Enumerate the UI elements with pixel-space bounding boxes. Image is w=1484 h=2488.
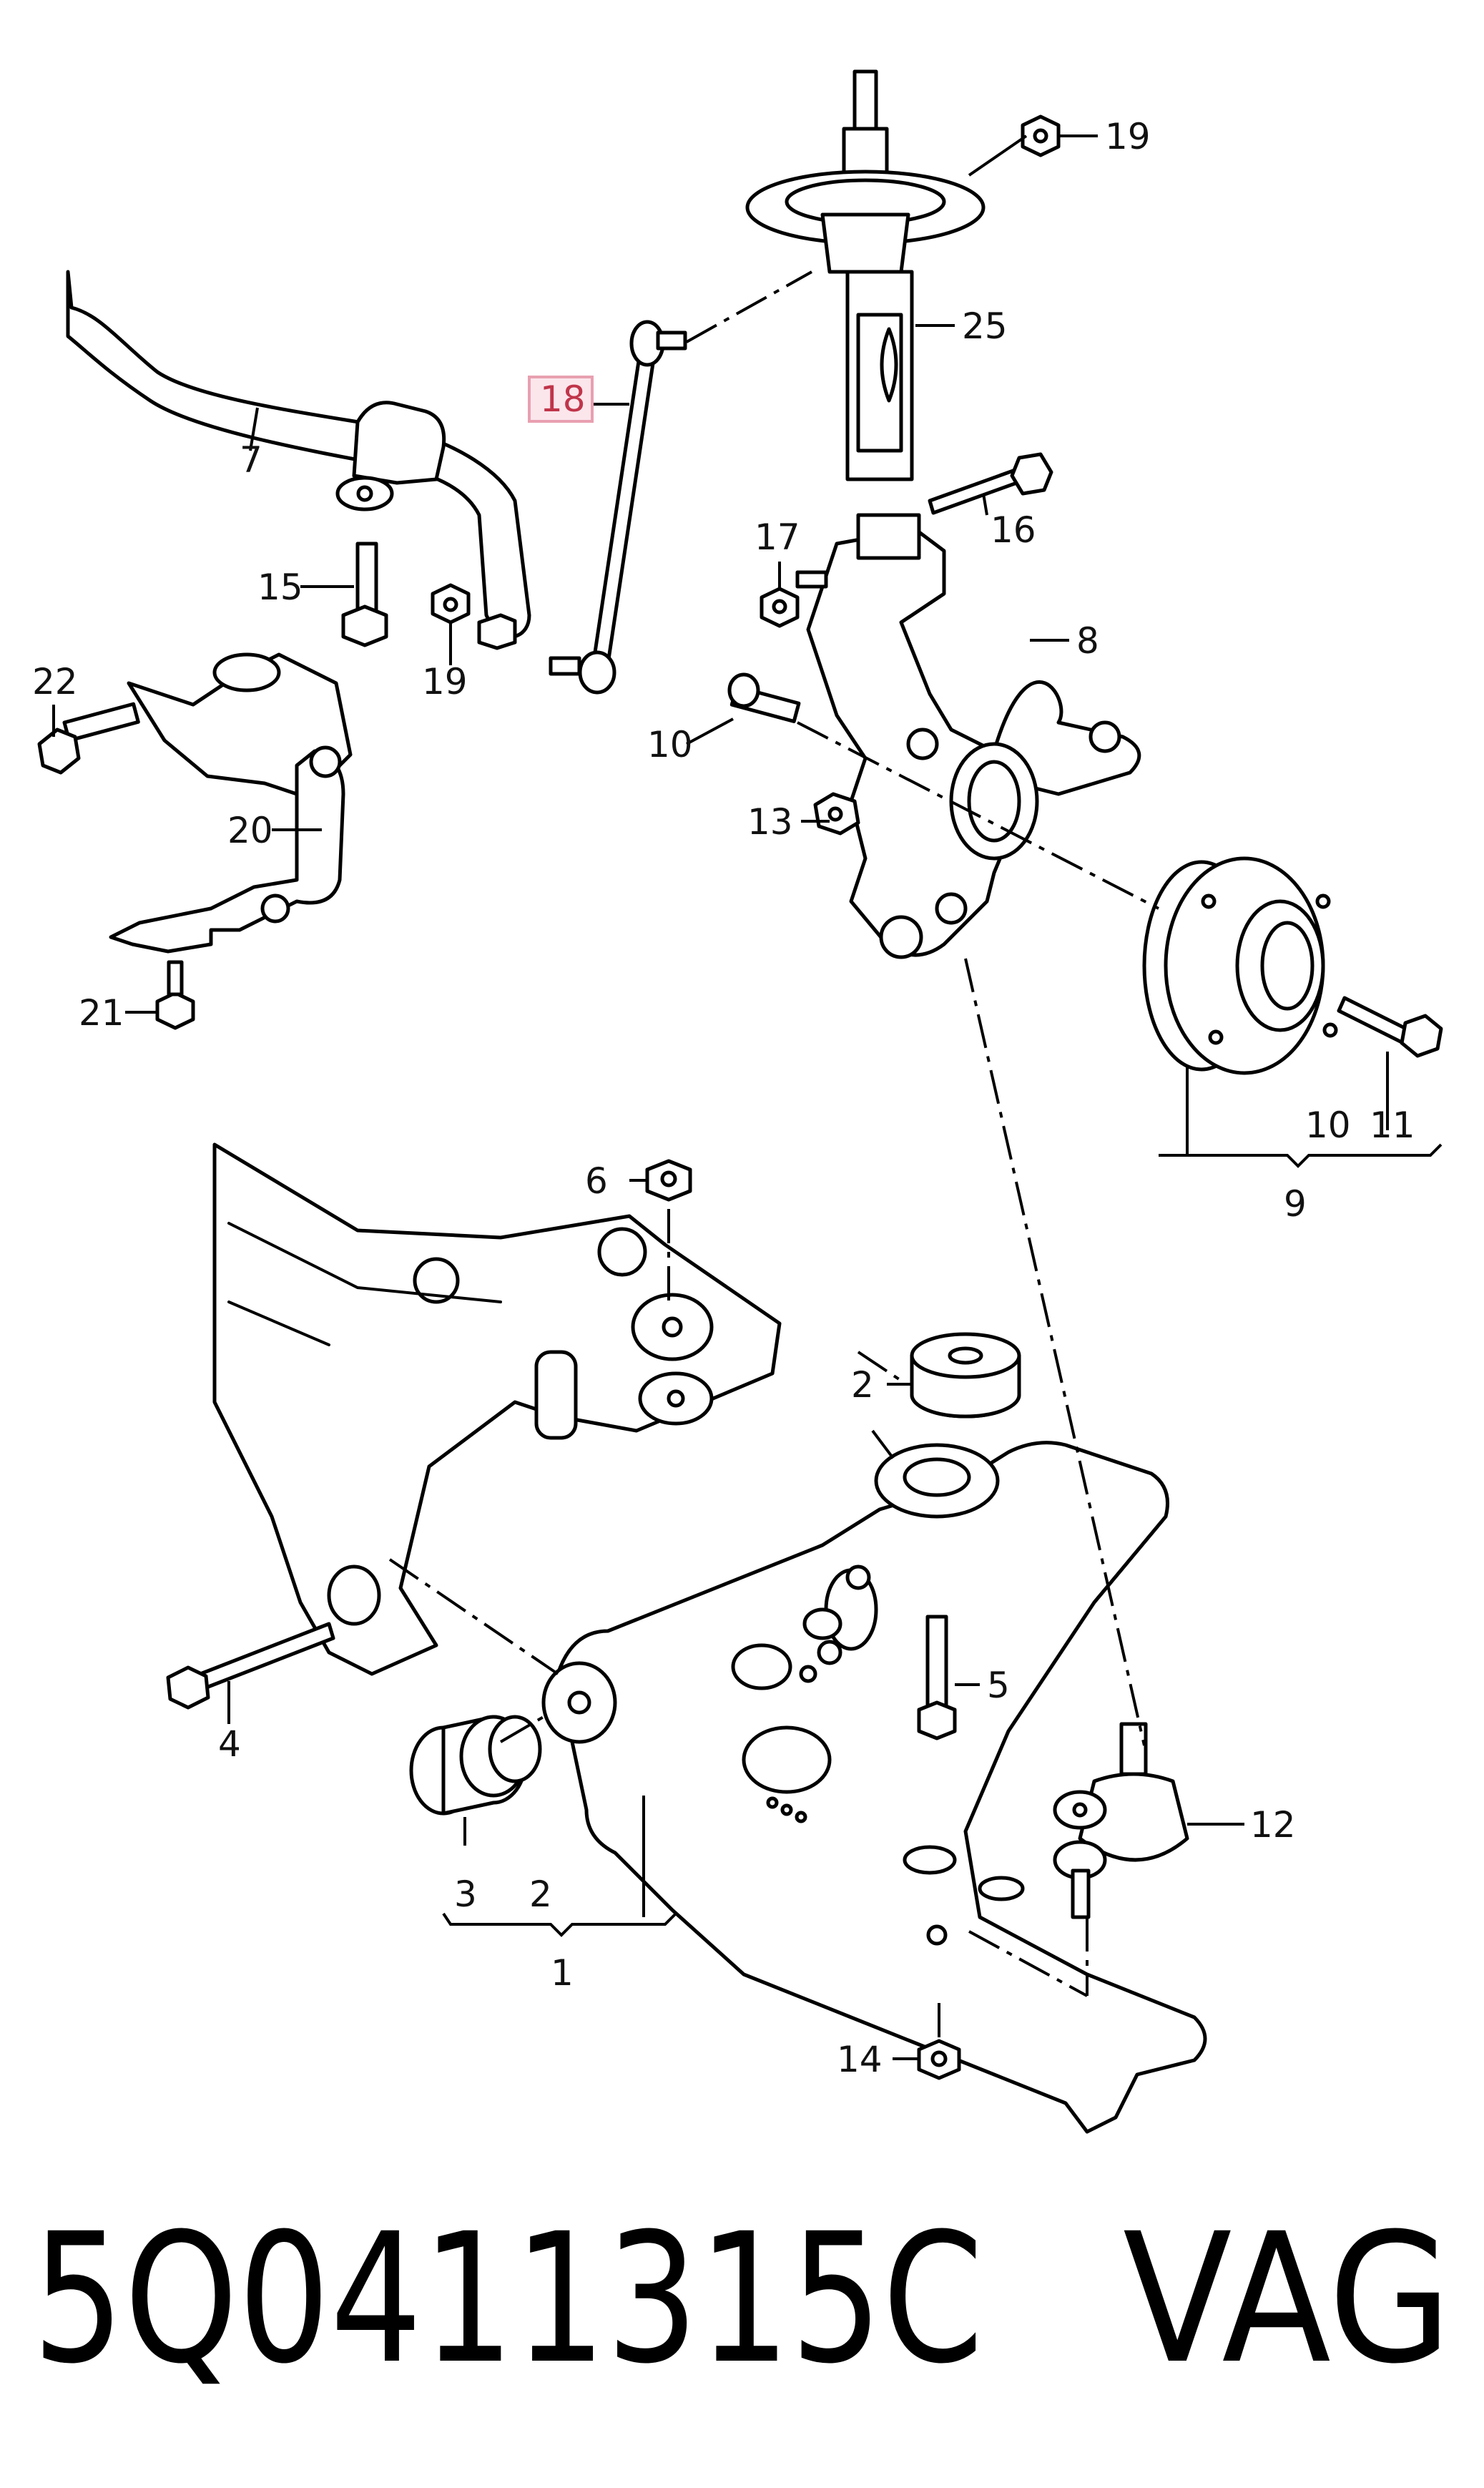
label-18: 18 <box>540 378 586 420</box>
bolt-16 <box>928 452 1053 515</box>
connector-lines <box>388 270 1159 2039</box>
label-14: 14 <box>837 2039 883 2080</box>
part-number: 5Q0411315C <box>32 2195 983 2403</box>
label-9: 9 <box>1284 1183 1307 1225</box>
nut-6 <box>645 1159 692 1202</box>
nut-17 <box>760 570 828 628</box>
label-17: 17 <box>755 516 800 558</box>
label-22: 22 <box>32 661 78 702</box>
label-3: 3 <box>454 1874 477 1915</box>
bolt-15 <box>341 542 388 647</box>
bolt-5 <box>917 1615 957 1740</box>
nut-21 <box>155 960 195 1030</box>
label-16: 16 <box>991 509 1036 551</box>
hub-bolt-11 <box>1337 996 1443 1058</box>
bolt-22 <box>37 702 140 775</box>
bolt-10 <box>727 672 801 723</box>
label-8: 8 <box>1076 620 1099 662</box>
ball-joint-12 <box>1053 1722 1189 1919</box>
subframe <box>212 1142 782 1676</box>
leader-lines <box>52 134 1443 2060</box>
callout-labels: 19 25 18 7 16 17 15 8 19 22 10 13 20 21 … <box>32 116 1415 2080</box>
nut-14 <box>917 2039 961 2080</box>
label-11: 11 <box>1370 1105 1415 1146</box>
label-2-bottom: 2 <box>529 1874 552 1915</box>
label-6: 6 <box>585 1160 608 1202</box>
brand-name: VAG <box>1123 2195 1452 2403</box>
label-15: 15 <box>257 567 303 608</box>
label-2-top: 2 <box>851 1364 874 1406</box>
nut-13 <box>813 792 860 836</box>
label-5: 5 <box>987 1665 1010 1706</box>
wheel-bearing-housing-8 <box>806 513 1141 959</box>
label-10-hub: 10 <box>1305 1105 1351 1146</box>
bushing-2-top <box>910 1332 1021 1419</box>
strut-assembly <box>745 69 986 481</box>
level-sender-20 <box>109 652 353 954</box>
coupling-rod-18 <box>549 320 687 695</box>
label-7: 7 <box>240 439 262 481</box>
label-13: 13 <box>747 801 793 843</box>
label-25: 25 <box>962 305 1008 347</box>
wheel-hub-9 <box>1142 856 1338 1075</box>
label-19-stab: 19 <box>422 661 468 702</box>
top-nut-19 <box>1021 114 1061 157</box>
label-19-top: 19 <box>1105 116 1151 157</box>
track-control-arm-1 <box>541 1441 1207 2134</box>
label-4: 4 <box>218 1723 241 1765</box>
bushing-3 <box>409 1715 542 1816</box>
label-20: 20 <box>227 810 273 851</box>
label-21: 21 <box>79 992 124 1034</box>
stabilizer-bar-7 <box>66 270 531 650</box>
bolt-4 <box>166 1622 335 1710</box>
label-1: 1 <box>551 1952 574 1994</box>
nut-19-stabilizer <box>431 583 471 625</box>
label-12: 12 <box>1250 1804 1296 1846</box>
label-10-top: 10 <box>647 724 693 765</box>
highlight-box-18 <box>528 376 594 423</box>
